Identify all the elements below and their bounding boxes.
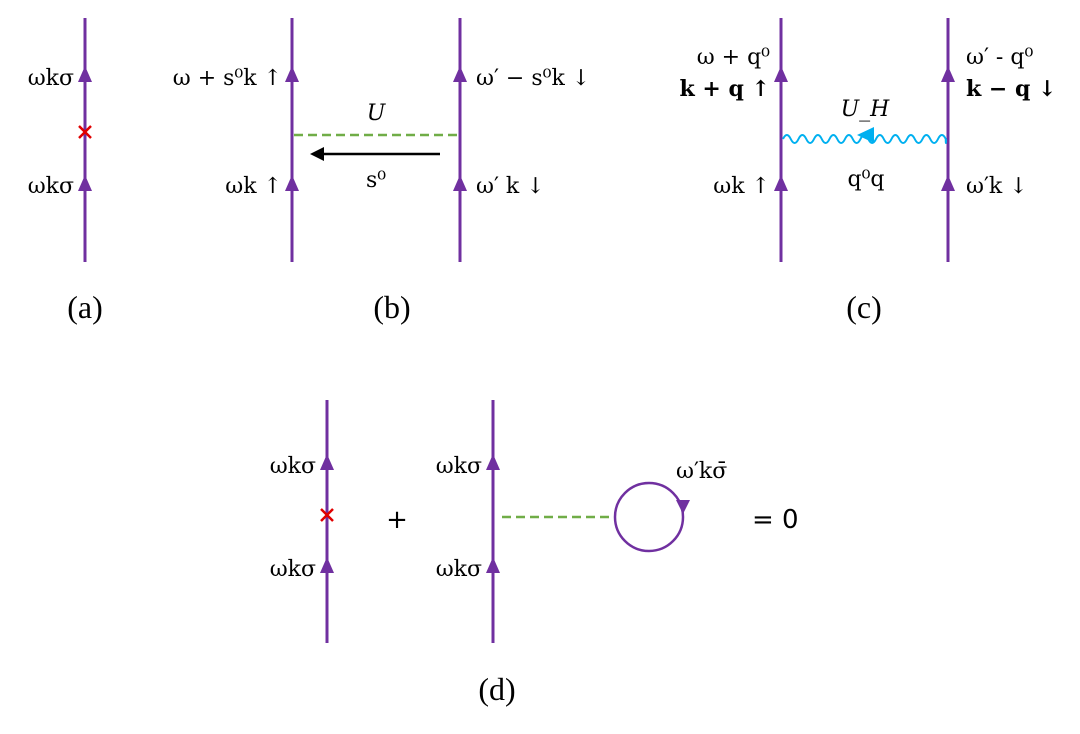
transfer-arrow-icon — [310, 147, 440, 161]
boson-label: U_H — [841, 97, 891, 122]
panel-caption: (a) — [67, 289, 103, 325]
panel-c: ω + q⁰ k + q ↑ ωk ↑ ω′ - q⁰ k − q ↓ ω′k … — [680, 18, 1056, 325]
label-left-top: ω + s⁰k ↑ — [173, 66, 282, 91]
propagator-arrow-up — [486, 454, 500, 470]
label-line1-bottom: ωkσ — [270, 557, 316, 582]
label-left-top-2: k + q ↑ — [680, 76, 770, 102]
propagator-arrow-up — [285, 175, 299, 191]
propagator-arrow-up — [285, 66, 299, 82]
propagator-arrow-up — [453, 66, 467, 82]
tadpole-loop — [613, 481, 685, 553]
boson-arrow-left — [857, 127, 874, 143]
propagator-arrow-up — [486, 557, 500, 573]
label-right-bottom: ω′ k ↓ — [476, 174, 545, 199]
label-left-bottom: ωk ↑ — [713, 174, 770, 199]
propagator-arrow-up — [941, 66, 955, 82]
insertion-cross-icon — [320, 508, 334, 522]
label-left-bottom: ωk ↑ — [225, 174, 282, 199]
panel-caption: (c) — [846, 289, 882, 325]
plus-sign: + — [386, 505, 408, 535]
label-right-top-1: ω′ - q⁰ — [966, 45, 1033, 70]
transfer-label: s⁰ — [366, 168, 386, 193]
label-right-top: ω′ − s⁰k ↓ — [476, 66, 590, 91]
label-right-bottom: ω′k ↓ — [966, 174, 1028, 199]
interaction-label: U — [367, 101, 387, 126]
loop-label: ω′kσ̄ — [676, 459, 727, 484]
insertion-cross-icon — [78, 125, 92, 139]
propagator-arrow-up — [774, 66, 788, 82]
label-line2-top: ωkσ — [436, 454, 482, 479]
propagator-arrow-up — [78, 66, 92, 82]
propagator-arrow-up — [320, 557, 334, 573]
loop-arrow-icon — [676, 500, 690, 514]
label-line1-top: ωkσ — [270, 454, 316, 479]
propagator-arrow-up — [941, 175, 955, 191]
label-bottom: ωkσ — [28, 174, 74, 199]
panel-caption: (b) — [373, 289, 410, 325]
label-line2-bottom: ωkσ — [436, 557, 482, 582]
propagator-arrow-up — [78, 175, 92, 191]
propagator-arrow-up — [320, 454, 334, 470]
panel-b: U s⁰ ω + s⁰k ↑ ωk ↑ ω′ − s⁰k ↓ ω′ k ↓ (b… — [173, 18, 590, 325]
propagator-arrow-up — [774, 175, 788, 191]
label-top: ωkσ — [28, 66, 74, 91]
label-right-top-2: k − q ↓ — [966, 76, 1056, 102]
propagator-arrow-up — [453, 175, 467, 191]
panel-d: ωkσ ωkσ + ωkσ ωkσ ω′kσ̄ = 0 (d) — [270, 400, 799, 707]
equals-zero: = 0 — [752, 505, 799, 535]
transfer-label: q⁰q — [848, 167, 885, 192]
panel-caption: (d) — [478, 671, 515, 707]
panel-a: ωkσ ωkσ (a) — [28, 18, 103, 325]
label-left-top-1: ω + q⁰ — [697, 45, 770, 70]
